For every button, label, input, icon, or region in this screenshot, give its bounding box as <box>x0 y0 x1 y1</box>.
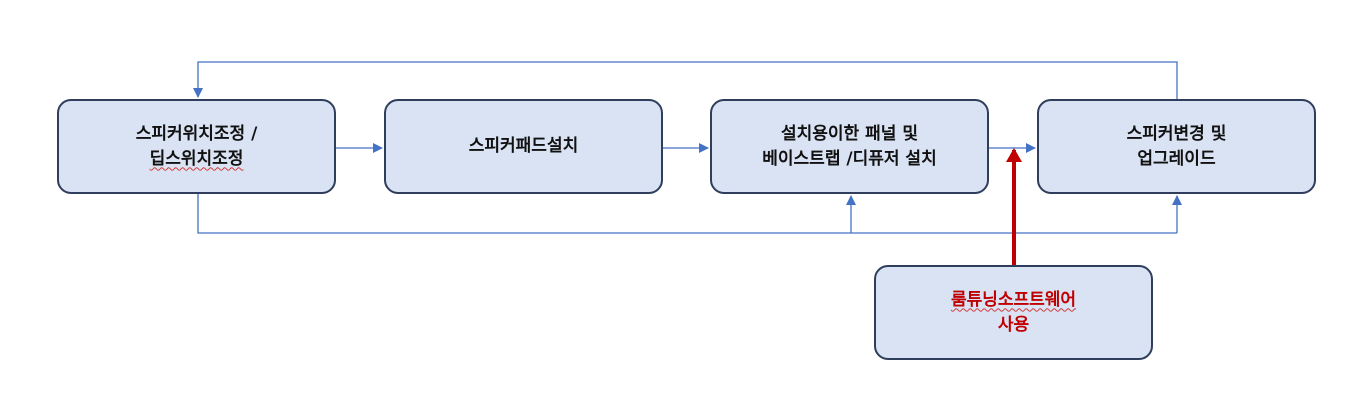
node-panel-install-line-1: 설치용이한 패널 및 <box>781 123 918 144</box>
node-speaker-pad: 스피커패드설치 <box>384 99 663 194</box>
node-room-tuning-line-1: 룸튜닝소프트웨어 <box>950 289 1077 310</box>
node-panel-install-line-2: 베이스트랩 /디퓨저 설치 <box>762 148 937 169</box>
node-speaker-position-line-1: 스피커위치조정 / <box>135 123 258 144</box>
node-panel-install: 설치용이한 패널 및 베이스트랩 /디퓨저 설치 <box>710 99 989 194</box>
loop-back-arrow <box>193 61 1178 99</box>
node-speaker-upgrade-line-1: 스피커변경 및 <box>1126 123 1227 144</box>
node-speaker-upgrade: 스피커변경 및 업그레이드 <box>1037 99 1316 194</box>
node-speaker-upgrade-line-2: 업그레이드 <box>1137 148 1216 169</box>
node-speaker-position-line-2: 딥스위치조정 <box>149 148 244 169</box>
node-speaker-position: 스피커위치조정 / 딥스위치조정 <box>57 99 336 194</box>
bottom-bus-line <box>197 194 1177 234</box>
node-speaker-pad-line-1: 스피커패드설치 <box>468 136 579 156</box>
node-room-tuning-line-2: 사용 <box>997 314 1030 335</box>
node-room-tuning: 룸튜닝소프트웨어 사용 <box>874 265 1153 360</box>
